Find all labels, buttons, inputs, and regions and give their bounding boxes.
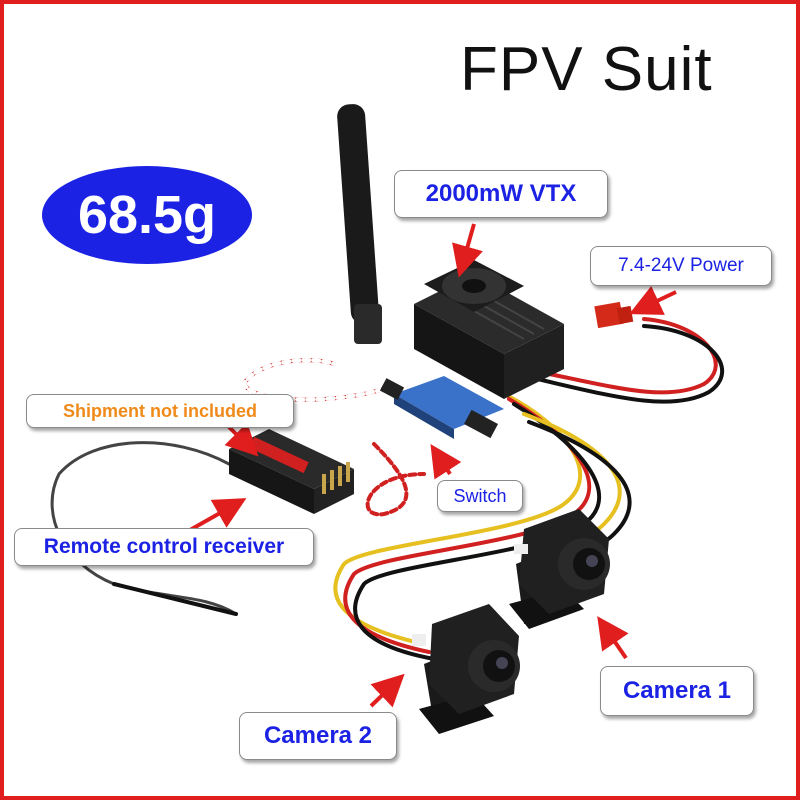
wires [50,317,724,661]
vtx-module [414,260,564,399]
label-camera1: Camera 1 [600,666,754,716]
label-power: 7.4-24V Power [590,246,772,286]
product-illustration [50,104,724,734]
arrow-camera2 [369,673,405,708]
receiver-module [229,429,354,514]
label-camera2: Camera 2 [239,712,397,760]
label-receiver: Remote control receiver [14,528,314,566]
label-switch: Switch [437,480,523,512]
arrow-camera1 [597,616,629,660]
arrow-vtx [452,223,483,278]
arrow-shipment [224,422,259,457]
label-shipment: Shipment not included [26,394,294,428]
pointer-arrows [189,223,677,708]
arrow-power [629,285,677,315]
weight-badge: 68.5g [42,166,252,264]
page-title: FPV Suit [460,35,713,104]
camera-2 [412,604,520,734]
arrow-switch [430,443,462,480]
switch-board [379,376,504,439]
arrow-receiver [189,498,247,532]
vtx-antenna [337,104,382,344]
label-vtx: 2000mW VTX [394,170,608,218]
power-connector [594,301,634,329]
camera-1 [509,509,610,629]
